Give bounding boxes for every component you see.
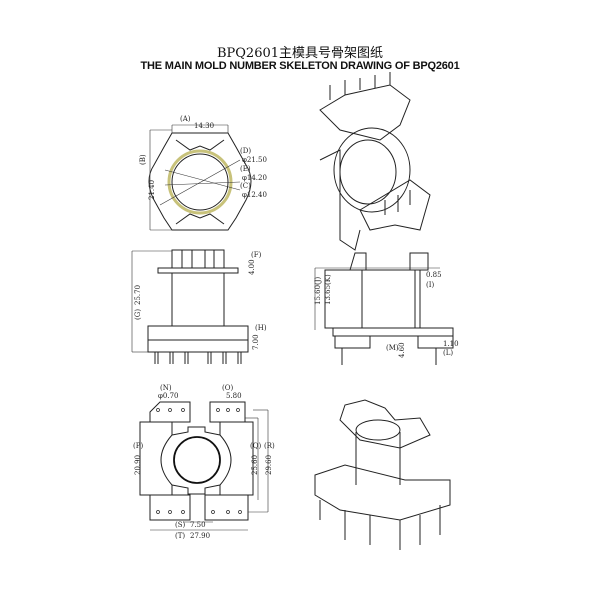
dim-K: 13.65 (324, 285, 332, 305)
bottom-view: (N) φ0.70 (O) 5.80 (P) 20.90 (Q) 25.60 (… (133, 384, 275, 540)
dim-N: φ0.70 (158, 392, 179, 400)
dim-O: 5.80 (226, 392, 242, 400)
dim-M: 4.60 (398, 342, 406, 358)
side-view: 15.60 (J) 13.65 (K) 0.85 (I) (M) 4.60 1.… (314, 252, 459, 365)
dim-J: 15.60 (314, 285, 322, 305)
label-M: (M) (386, 344, 399, 352)
label-Q: (Q) (250, 442, 261, 450)
label-D: (D) (240, 147, 251, 155)
dim-S: 7.50 (190, 521, 206, 529)
dim-F: 4.00 (248, 259, 256, 275)
dim-I: 0.85 (426, 271, 442, 279)
isometric-view-top (319, 72, 431, 251)
label-A: (A) (180, 115, 191, 123)
dim-D: φ21.50 (242, 156, 267, 164)
label-N: (N) (160, 384, 172, 392)
label-P: (P) (133, 442, 143, 450)
top-view: (A) 14.30 (B) 21.40 (D) φ21.50 (E) φ14.2… (139, 115, 267, 231)
label-R: (R) (264, 442, 275, 450)
label-L: (L) (443, 349, 453, 357)
dim-C: φ12.40 (242, 191, 267, 199)
label-G: (G) (134, 309, 142, 320)
isometric-view-bottom (314, 399, 451, 550)
label-H: (H) (255, 324, 267, 332)
label-S: (S) (175, 521, 186, 529)
label-J: (J) (314, 276, 322, 285)
dim-Q: 25.60 (251, 455, 259, 475)
dim-E: φ14.20 (242, 174, 267, 182)
dim-A: 14.30 (194, 122, 214, 130)
dim-L: 1.10 (443, 340, 459, 348)
dim-B: 21.40 (148, 180, 156, 200)
dim-G: 25.70 (134, 285, 142, 305)
label-F: (F) (251, 251, 262, 259)
label-T: (T) (175, 532, 185, 540)
dim-H: 7.00 (252, 334, 260, 350)
front-view: 25.70 (G) (F) 4.00 (H) 7.00 (131, 249, 267, 364)
title-english: THE MAIN MOLD NUMBER SKELETON DRAWING OF… (140, 60, 460, 72)
dim-T: 27.90 (190, 532, 210, 540)
label-C: (C) (240, 182, 251, 190)
title-chinese: BPQ2601主模具号骨架图纸 (216, 46, 384, 61)
dim-R: 29.60 (265, 455, 273, 475)
label-E: (E) (240, 165, 251, 173)
label-I: (I) (426, 281, 434, 289)
label-O: (O) (222, 384, 233, 392)
label-B: (B) (139, 154, 147, 165)
label-K: (K) (324, 274, 332, 285)
dim-P: 20.90 (134, 455, 142, 475)
